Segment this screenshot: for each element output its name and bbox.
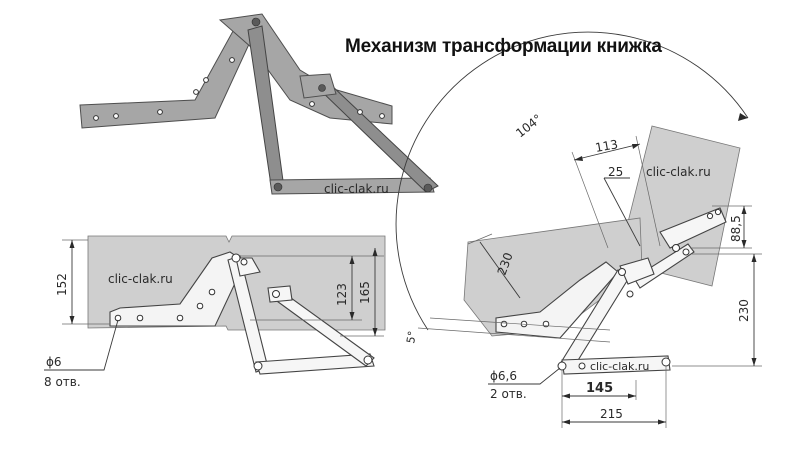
dim-2-holes: 2 отв. [490, 387, 527, 401]
unfolded-back-panel [617, 125, 741, 287]
unfolded-holes [500, 208, 722, 371]
unfolded-link-upper [633, 243, 695, 289]
photo-bracket [299, 73, 337, 99]
mechanism-photo [79, 13, 439, 195]
dim-113: 113 [594, 137, 619, 155]
photo-link-bottom [269, 177, 435, 195]
watermark-right-top: clic-clak.ru [646, 165, 711, 179]
dim-152: 152 [55, 273, 69, 296]
dim-145: 145 [586, 381, 613, 396]
folded-plate [109, 251, 246, 327]
folded-view [44, 235, 386, 375]
watermark-left: clic-clak.ru [108, 272, 173, 286]
dim-215: 215 [600, 407, 623, 421]
dim-hole-6: ϕ6 [46, 355, 62, 369]
dim-123: 123 [335, 283, 349, 306]
page-title: Механизм трансформации книжка [345, 36, 662, 57]
watermark-right-bottom: clic-clak.ru [590, 360, 649, 373]
unfolded-view [395, 31, 762, 428]
dim-8-holes: 8 отв. [44, 375, 81, 389]
photo-rivets [93, 17, 433, 193]
dim-25: 25 [608, 165, 623, 179]
dim-104-angle: 104° [513, 112, 544, 141]
dim-230-height: 230 [737, 299, 751, 322]
photo-link-diagonal [317, 83, 439, 193]
watermark-photo: clic-clak.ru [324, 182, 389, 196]
photo-upper-plate [218, 13, 393, 125]
dim-hole-6-6: ϕ6,6 [490, 369, 517, 383]
dim-165: 165 [358, 281, 372, 304]
dim-5-angle: 5° [404, 330, 419, 345]
dim-88-5: 88,5 [729, 215, 743, 242]
unfolded-plate [495, 261, 619, 339]
unfolded-bracket [619, 257, 655, 285]
